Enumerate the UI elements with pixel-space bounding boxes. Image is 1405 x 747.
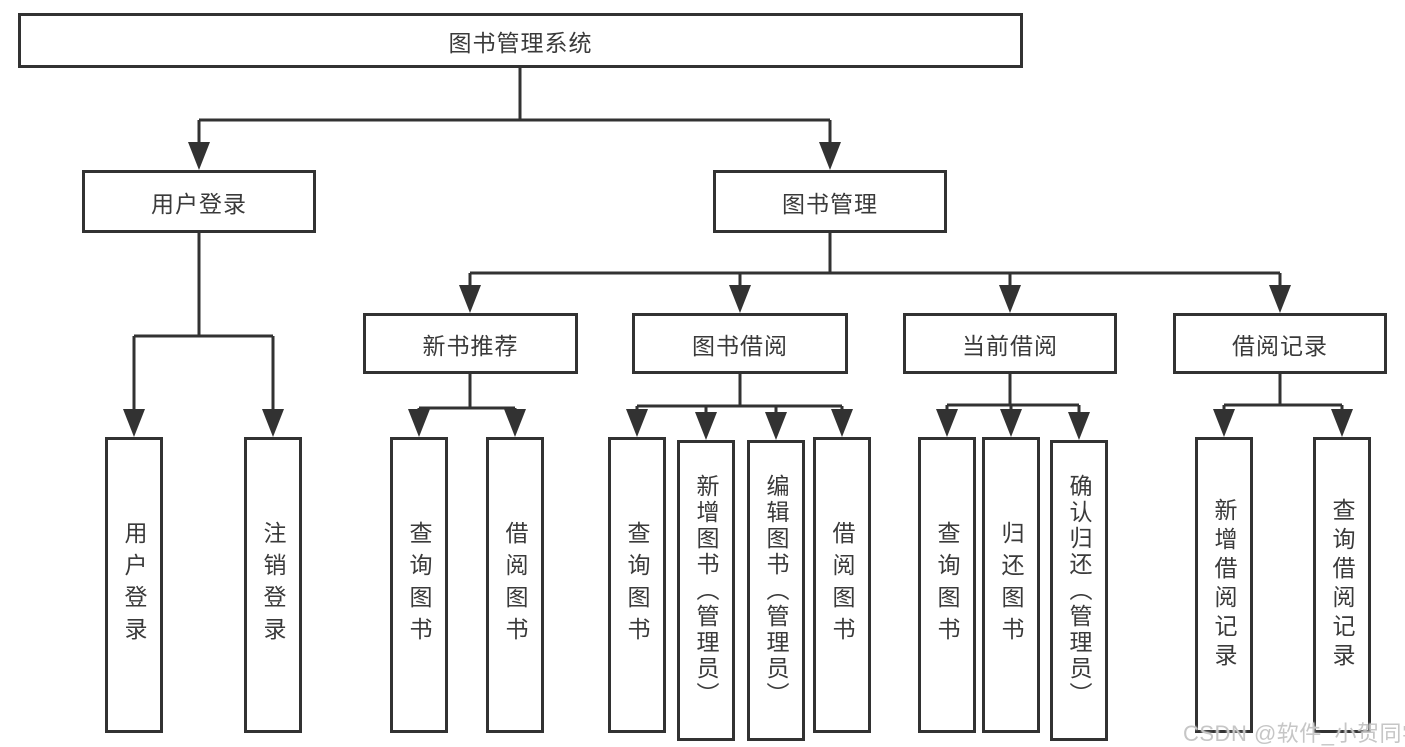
leaf-borrow-books-recommend: 借阅图书 bbox=[486, 437, 544, 733]
arrow-down-icon bbox=[936, 409, 958, 437]
connector-borrow-to-leaves bbox=[635, 374, 844, 416]
leaf-label: 新增图书（管理员） bbox=[693, 473, 719, 708]
arrow-down-icon bbox=[819, 142, 841, 170]
node-user-login: 用户登录 bbox=[82, 170, 316, 233]
leaf-logout: 注销登录 bbox=[244, 437, 302, 733]
node-label: 用户登录 bbox=[151, 190, 247, 217]
leaf-label: 新增借阅记录 bbox=[1211, 498, 1237, 672]
node-book-management: 图书管理 bbox=[713, 170, 947, 233]
node-label: 图书管理系统 bbox=[448, 29, 593, 56]
leaf-label: 借阅图书 bbox=[829, 521, 855, 649]
leaf-label: 查询图书 bbox=[624, 521, 650, 649]
leaf-query-books-recommend: 查询图书 bbox=[390, 437, 448, 733]
leaf-label: 查询图书 bbox=[406, 521, 432, 649]
node-new-book-recommendation: 新书推荐 bbox=[363, 313, 578, 374]
arrow-down-icon bbox=[188, 142, 210, 170]
arrow-down-icon bbox=[999, 285, 1021, 313]
arrow-down-icon bbox=[1000, 409, 1022, 437]
node-label: 当前借阅 bbox=[962, 332, 1058, 359]
leaf-borrow-books: 借阅图书 bbox=[813, 437, 871, 733]
node-label: 图书借阅 bbox=[692, 332, 788, 359]
arrow-down-icon bbox=[1331, 409, 1353, 437]
node-label: 借阅记录 bbox=[1232, 332, 1328, 359]
connector-record-to-leaves bbox=[1222, 374, 1344, 413]
arrow-down-icon bbox=[262, 409, 284, 437]
node-book-borrowing: 图书借阅 bbox=[632, 313, 848, 374]
leaf-label: 编辑图书（管理员） bbox=[763, 473, 789, 708]
connector-bookmgmt-to-level3 bbox=[468, 233, 1282, 289]
leaf-query-borrow-record: 查询借阅记录 bbox=[1313, 437, 1371, 733]
arrowheads bbox=[123, 142, 1353, 440]
leaf-label: 确认归还（管理员） bbox=[1066, 473, 1092, 708]
leaf-label: 归还图书 bbox=[998, 521, 1024, 649]
node-library-management-system: 图书管理系统 bbox=[18, 13, 1023, 68]
node-label: 新书推荐 bbox=[422, 332, 519, 359]
leaf-label: 借阅图书 bbox=[502, 521, 528, 649]
arrow-down-icon bbox=[831, 409, 853, 437]
arrow-down-icon bbox=[729, 285, 751, 313]
connector-userlogin-to-leaves bbox=[132, 233, 275, 413]
leaf-user-login: 用户登录 bbox=[105, 437, 163, 733]
arrow-down-icon bbox=[408, 409, 430, 437]
node-borrowing-records: 借阅记录 bbox=[1173, 313, 1387, 374]
csdn-watermark: CSDN @软件_小贺同学 bbox=[1183, 721, 1405, 746]
arrow-down-icon bbox=[123, 409, 145, 437]
arrow-down-icon bbox=[1213, 409, 1235, 437]
leaf-label: 查询借阅记录 bbox=[1329, 498, 1355, 672]
leaf-label: 用户登录 bbox=[121, 521, 147, 649]
arrow-down-icon bbox=[1269, 285, 1291, 313]
leaf-return-book: 归还图书 bbox=[982, 437, 1040, 733]
arrow-down-icon bbox=[504, 409, 526, 437]
connector-root-to-level2 bbox=[197, 68, 832, 146]
arrow-down-icon bbox=[765, 412, 787, 440]
leaf-label: 查询图书 bbox=[934, 521, 960, 649]
leaf-query-books-current: 查询图书 bbox=[918, 437, 976, 733]
arrow-down-icon bbox=[626, 409, 648, 437]
leaf-add-book-admin: 新增图书（管理员） bbox=[677, 440, 735, 741]
arrow-down-icon bbox=[695, 412, 717, 440]
leaf-edit-book-admin: 编辑图书（管理员） bbox=[747, 440, 805, 741]
connector-newbook-to-leaves bbox=[417, 374, 517, 413]
arrow-down-icon bbox=[1068, 412, 1090, 440]
leaf-add-borrow-record: 新增借阅记录 bbox=[1195, 437, 1253, 733]
node-current-borrowing: 当前借阅 bbox=[903, 313, 1117, 374]
leaf-label: 注销登录 bbox=[260, 521, 286, 649]
node-label: 图书管理 bbox=[782, 190, 878, 217]
arrow-down-icon bbox=[459, 285, 481, 313]
leaf-confirm-return-admin: 确认归还（管理员） bbox=[1050, 440, 1108, 741]
leaf-query-books-borrow: 查询图书 bbox=[608, 437, 666, 733]
